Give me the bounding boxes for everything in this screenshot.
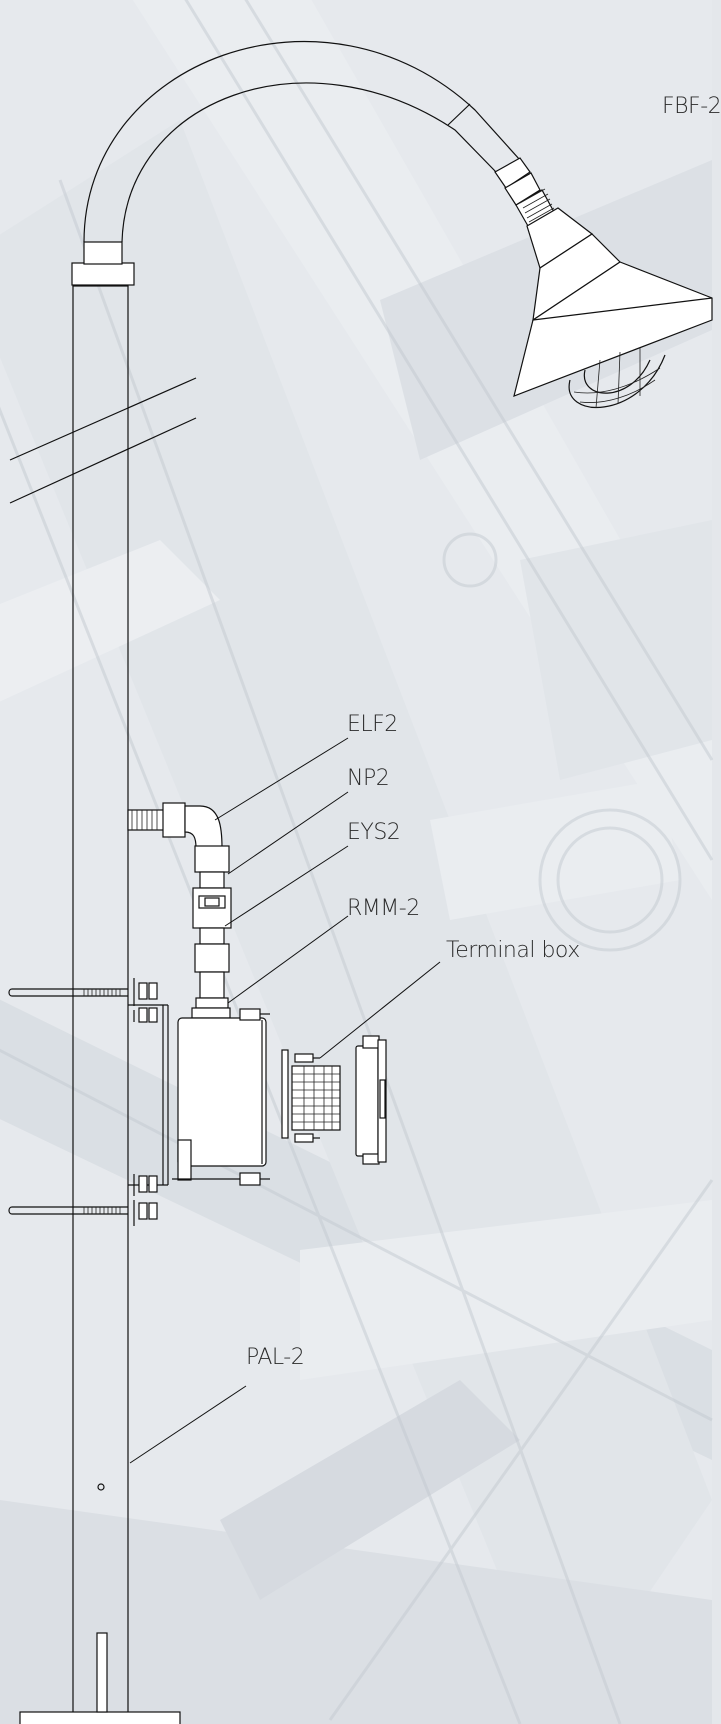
label-elf2: ELF2 <box>347 712 398 737</box>
label-pal-2: PAL-2 <box>246 1345 305 1370</box>
diagonal-beam <box>9 377 197 504</box>
label-eys2: EYS2 <box>347 820 401 845</box>
label-terminal-box: Terminal box <box>446 938 580 963</box>
light-fixture <box>513 207 713 409</box>
junction-box <box>172 1008 270 1186</box>
label-rmm-2: RMM-2 <box>347 896 420 921</box>
label-fbf-2: FBF-2 <box>662 94 721 119</box>
mounting-bracket <box>8 978 169 1226</box>
label-np2: NP2 <box>347 766 390 791</box>
conduit-assembly <box>127 802 232 1019</box>
pole <box>19 275 181 1724</box>
box-cover <box>355 1035 387 1165</box>
pole-cap <box>71 241 135 286</box>
leader-lines <box>129 737 441 1464</box>
terminal-strip <box>281 1049 341 1143</box>
arm-fitting <box>494 157 555 227</box>
curved-arm <box>83 40 521 243</box>
